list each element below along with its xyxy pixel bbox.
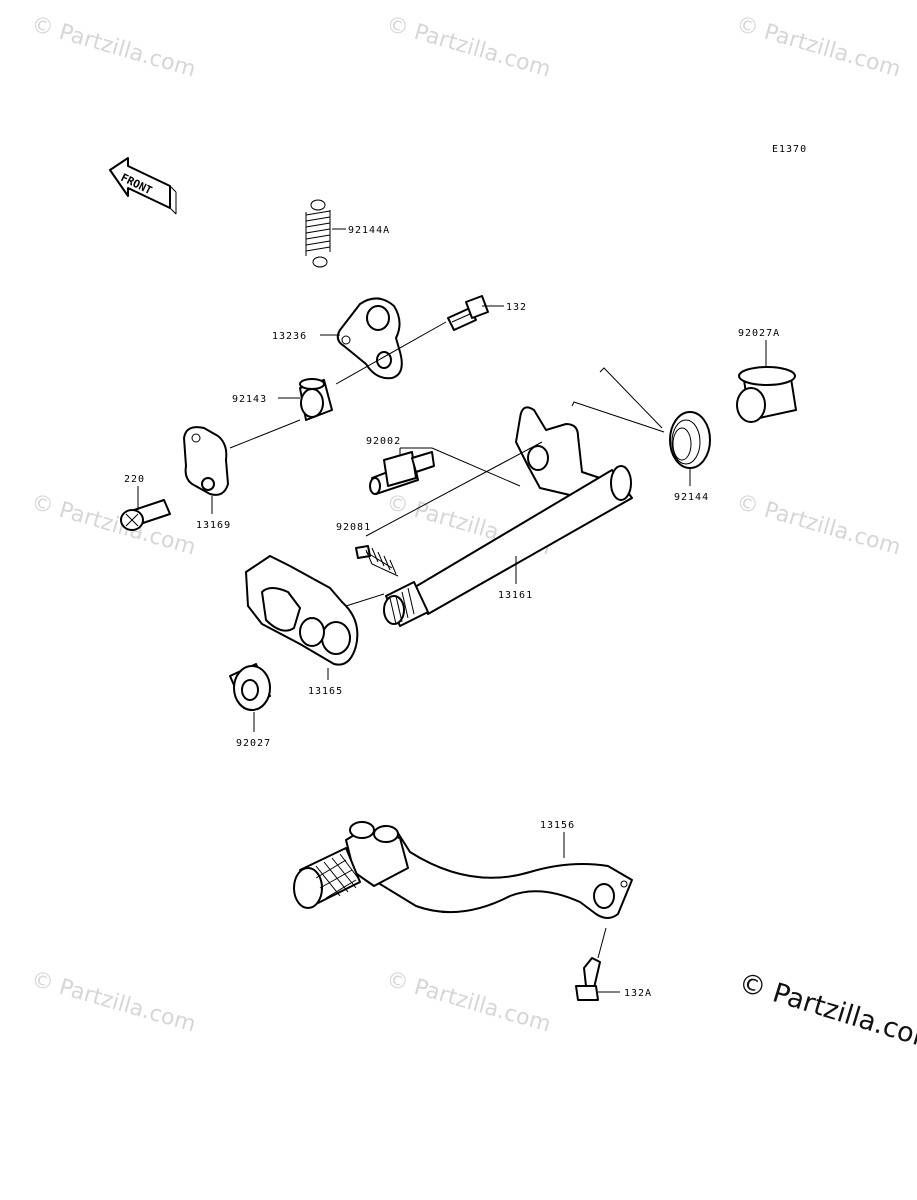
watermark: © Partzilla.com (733, 490, 903, 561)
part-label-132[interactable]: 132 (506, 302, 527, 313)
part-label-92144a[interactable]: 92144A (348, 225, 390, 236)
spring-92144 (571, 367, 711, 469)
plate-13165 (245, 555, 359, 666)
stud-92002 (369, 451, 435, 495)
part-label-220[interactable]: 220 (124, 474, 145, 485)
part-label-13165[interactable]: 13165 (308, 686, 343, 697)
plate-13236 (336, 297, 403, 380)
bolt-132a (575, 957, 601, 1001)
part-label-13169[interactable]: 13169 (196, 520, 231, 531)
watermark-logo: © Partzilla.com (735, 967, 917, 1058)
watermark: © Partzilla.com (28, 490, 198, 561)
part-label-92081[interactable]: 92081 (336, 522, 371, 533)
part-labels: 92144A 132 13236 92027A 92143 92002 220 … (124, 225, 780, 999)
part-label-92143[interactable]: 92143 (232, 394, 267, 405)
washer-92027 (229, 663, 271, 711)
front-arrow-icon: FRONT (109, 157, 177, 215)
watermark: © Partzilla.com (383, 12, 553, 83)
pedal-13156 (293, 821, 633, 919)
part-label-92027[interactable]: 92027 (236, 738, 271, 749)
shaft-13161 (383, 406, 633, 627)
part-label-13236[interactable]: 13236 (272, 331, 307, 342)
part-label-13161[interactable]: 13161 (498, 590, 533, 601)
plate-13169 (183, 426, 229, 496)
diagram-code: E1370 (772, 144, 807, 155)
watermark: © Partzilla.com (733, 12, 903, 83)
spring-92081 (355, 545, 399, 577)
screw-220 (120, 499, 171, 531)
spring-92144a (305, 199, 331, 268)
watermark: © Partzilla.com (28, 967, 198, 1038)
part-label-92144[interactable]: 92144 (674, 492, 709, 503)
bolt-132 (447, 295, 489, 331)
watermark: © Partzilla.com (28, 12, 198, 83)
part-label-13156[interactable]: 13156 (540, 820, 575, 831)
bushing-92027a (736, 366, 797, 423)
part-label-92027a[interactable]: 92027A (738, 328, 780, 339)
collar-92143 (299, 378, 333, 421)
watermark: © Partzilla.com (383, 967, 553, 1038)
part-label-132a[interactable]: 132A (624, 988, 652, 999)
part-label-92002[interactable]: 92002 (366, 436, 401, 447)
leader-lines (137, 228, 767, 993)
